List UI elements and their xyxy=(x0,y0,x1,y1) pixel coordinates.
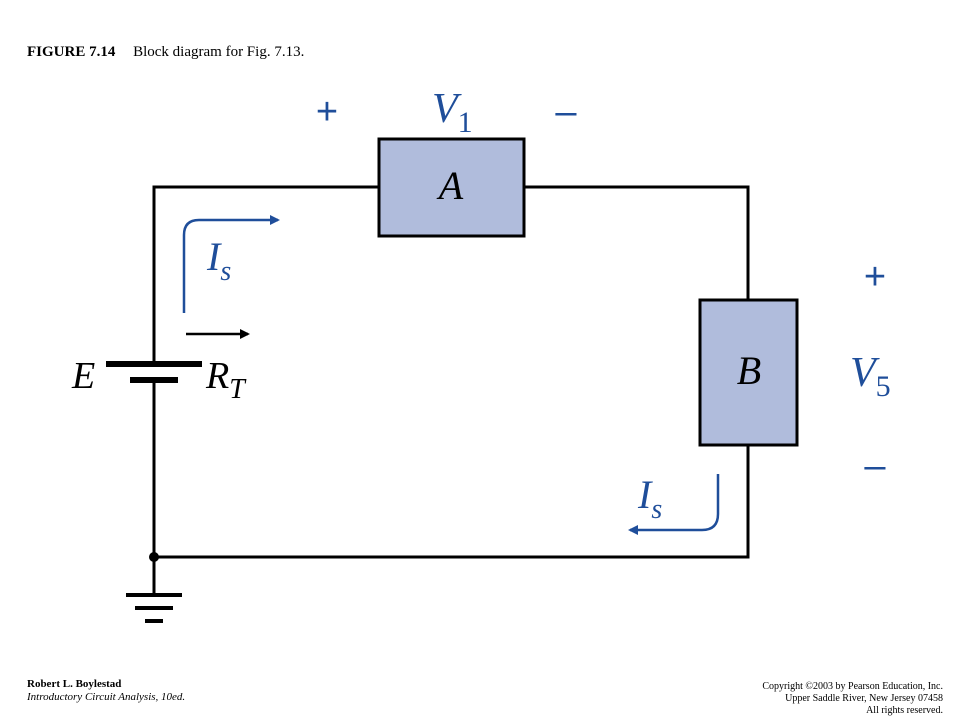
current-bottom-subscript: s xyxy=(651,494,662,525)
rt-label: RT xyxy=(205,355,247,405)
circuit-wires xyxy=(152,185,750,594)
current-arrow-bottom-icon xyxy=(628,474,720,535)
v1-symbol: V xyxy=(432,86,462,132)
current-top-symbol: I xyxy=(206,234,222,279)
current-bottom-symbol: I xyxy=(637,472,653,517)
current-arrow-top-icon xyxy=(182,215,280,313)
copyright-line-3: All rights reserved. xyxy=(866,705,943,716)
source-label-e: E xyxy=(71,355,95,397)
footer-copyright: Copyright ©2003 by Pearson Education, In… xyxy=(762,681,943,717)
copyright-line-2: Upper Saddle River, New Jersey 07458 xyxy=(785,693,943,704)
ground-icon xyxy=(126,593,182,623)
junction-node xyxy=(149,552,159,562)
v5-minus-sign: – xyxy=(864,445,886,487)
footer-credit: Robert L. Boylestad Introductory Circuit… xyxy=(27,678,185,704)
v5-subscript: 5 xyxy=(876,370,891,403)
battery-icon xyxy=(106,361,202,383)
wire-top-left xyxy=(152,185,379,363)
v5-symbol: V xyxy=(850,350,880,396)
rt-symbol: R xyxy=(205,355,229,397)
copyright-line-1: Copyright ©2003 by Pearson Education, In… xyxy=(762,681,943,692)
v1-subscript: 1 xyxy=(458,106,473,139)
figure-title: Block diagram for Fig. 7.13. xyxy=(133,44,305,60)
current-top-subscript: s xyxy=(220,256,231,287)
v1-minus-sign: – xyxy=(555,91,577,133)
rt-subscript: T xyxy=(229,374,247,405)
v1-label: V1 xyxy=(432,86,473,139)
footer-author: Robert L. Boylestad xyxy=(27,678,122,690)
v1-plus-sign: + xyxy=(316,91,338,133)
block-a xyxy=(377,137,526,238)
v5-plus-sign: + xyxy=(864,256,886,298)
footer-book: Introductory Circuit Analysis, 10ed. xyxy=(27,691,186,703)
figure-caption: FIGURE 7.14 Block diagram for Fig. 7.13. xyxy=(27,44,304,61)
figure-number: FIGURE 7.14 xyxy=(27,44,116,60)
current-label-top: Is xyxy=(206,234,231,287)
current-label-bottom: Is xyxy=(637,472,662,525)
wire-top-right xyxy=(524,185,750,300)
block-a-label: A xyxy=(436,163,464,208)
block-b xyxy=(698,298,799,447)
block-b-label: B xyxy=(737,348,761,393)
v5-label: V5 xyxy=(850,350,891,403)
wire-right-bottom xyxy=(154,444,750,559)
